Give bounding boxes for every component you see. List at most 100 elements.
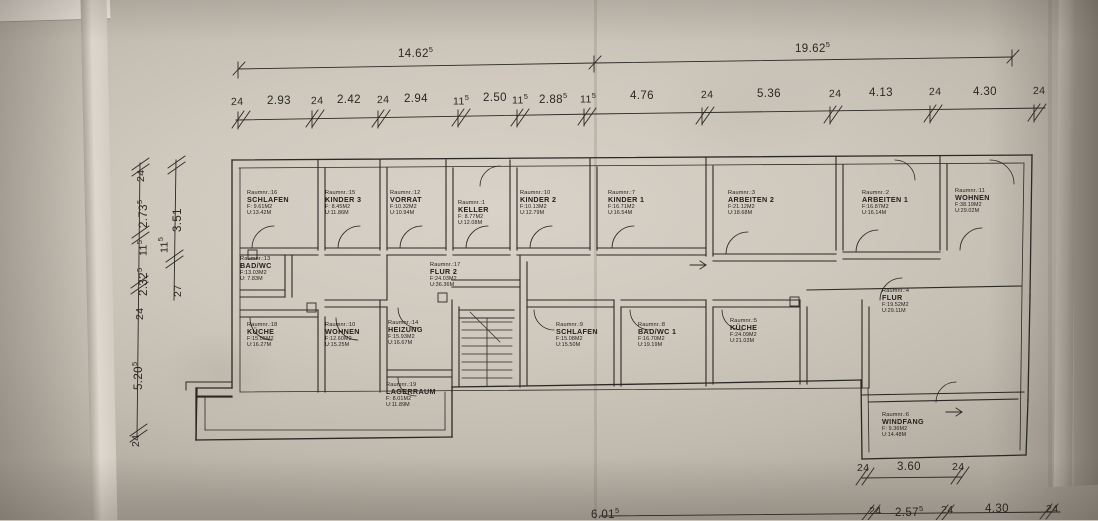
room-name: KINDER 1 — [608, 195, 645, 205]
building-outer-wall — [195, 154, 1033, 460]
room-perimeter: U:12.08M — [458, 220, 483, 227]
room-area: F:13.03M2 — [240, 270, 267, 277]
room-area: F:24.03M2 — [430, 276, 457, 283]
room-area: F: 8.01M2 — [386, 396, 412, 403]
dim-top-15: 4.13 — [869, 87, 893, 99]
room-area: F:38.19M2 — [955, 202, 982, 209]
dimension-line-bottom-edge — [599, 503, 1061, 520]
interior-walls-top-row — [239, 155, 948, 262]
room-name: VORRAT — [390, 195, 422, 205]
dim-top-18: 24 — [1032, 84, 1046, 98]
room-area: F:16.87M2 — [862, 204, 889, 211]
room-perimeter: U:15.25M — [325, 342, 350, 349]
room-name: FLUR — [882, 293, 903, 303]
paper-strip-right — [1074, 0, 1098, 520]
room-perimeter: U:18.68M — [728, 210, 753, 217]
room-name: FLUR 2 — [430, 267, 458, 277]
room-number: Raumnr.:18 — [247, 322, 278, 328]
room-name: KÜCHE — [730, 323, 758, 333]
room-name: BAD/WC 1 — [638, 327, 677, 337]
stair-treads — [461, 311, 513, 387]
dim-top-13: 5.36 — [757, 88, 781, 100]
room-area: F: 9.36M2 — [882, 426, 908, 433]
room-number: Raumnr.:9 — [556, 322, 584, 328]
dim-overall-1: 14.625 — [398, 45, 434, 60]
room-perimeter: U:21.03M — [730, 338, 755, 345]
dim-top-8: 115 — [512, 92, 529, 107]
room-number: Raumnr.:3 — [728, 190, 756, 196]
interior-walls-lower — [239, 254, 1025, 403]
dim-top-4: 24 — [376, 93, 390, 107]
paper-fold-center — [594, 0, 597, 520]
dim-left-5: 5.205 — [130, 361, 145, 390]
dim-top-6: 115 — [453, 93, 470, 108]
room-perimeter: U:11.86M — [325, 210, 349, 217]
dim-top-10: 115 — [580, 91, 597, 106]
room-number: Raumnr.:14 — [388, 320, 419, 326]
dim-top-2: 24 — [310, 94, 324, 108]
room-name: KINDER 2 — [520, 195, 557, 205]
dim-overall-2: 19.625 — [795, 40, 831, 55]
room-perimeter: U:19.19M — [638, 342, 663, 349]
room-number: Raumnr.:16 — [247, 190, 278, 196]
dim-left-4: 24 — [134, 307, 146, 320]
room-perimeter: U:15.50M — [556, 342, 581, 349]
room-name: HEIZUNG — [388, 325, 423, 335]
dimension-line-left-outer — [129, 157, 150, 443]
room-name: WINDFANG — [882, 417, 924, 427]
paper-fold-right — [1048, 0, 1052, 520]
room-area: F:16.70M2 — [638, 336, 665, 343]
room-name: KÜCHE — [247, 327, 275, 337]
dim-left-6: 24 — [130, 434, 142, 447]
room-name: BAD/WC — [240, 261, 272, 271]
room-area: F:12.60M2 — [325, 336, 352, 343]
room-number: Raumnr.:2 — [862, 190, 890, 196]
room-perimeter: U:16.27M — [247, 342, 272, 349]
dim-left-3: 2.325 — [135, 267, 150, 296]
room-perimeter: U:11.89M — [386, 402, 410, 409]
room-perimeter: U:10.94M — [390, 210, 415, 217]
room-area: F: 9.61M2 — [247, 204, 273, 211]
dim-be-0: 6.015 — [591, 506, 620, 521]
room-area: F:15.08M2 — [556, 336, 583, 343]
room-number: Raumnr.:13 — [240, 256, 271, 262]
room-area: F:21.12M2 — [728, 204, 755, 211]
room-number: Raumnr.:1 — [458, 200, 486, 206]
room-perimeter: U:29.02M — [955, 208, 980, 215]
room-perimeter: U:36.36M — [430, 282, 455, 289]
room-perimeter: U:13.42M — [247, 210, 272, 217]
room-number: Raumnr.:6 — [882, 412, 910, 418]
dim-left-inner-1: 27 — [172, 284, 184, 297]
room-number: Raumnr.:7 — [608, 190, 636, 196]
room-area: F: 8.45M2 — [325, 204, 351, 211]
dim-br-1: 3.60 — [897, 461, 921, 473]
dim-top-17: 4.30 — [973, 86, 997, 98]
dimension-line-bottom-right — [855, 466, 970, 486]
room-area: F:10.13M2 — [520, 204, 547, 211]
room-area: F:16.71M2 — [608, 204, 635, 211]
room-number: Raumnr.:5 — [730, 318, 758, 324]
room-perimeter: U:14.48M — [882, 432, 907, 439]
direction-arrows — [689, 260, 963, 417]
dim-left-2: 115 — [135, 239, 150, 256]
room-number: Raumnr.:4 — [882, 288, 910, 294]
building-inner-wall-face — [204, 162, 1025, 453]
dim-br-0: 24 — [857, 462, 870, 474]
room-perimeter: U:12.79M — [520, 210, 545, 217]
